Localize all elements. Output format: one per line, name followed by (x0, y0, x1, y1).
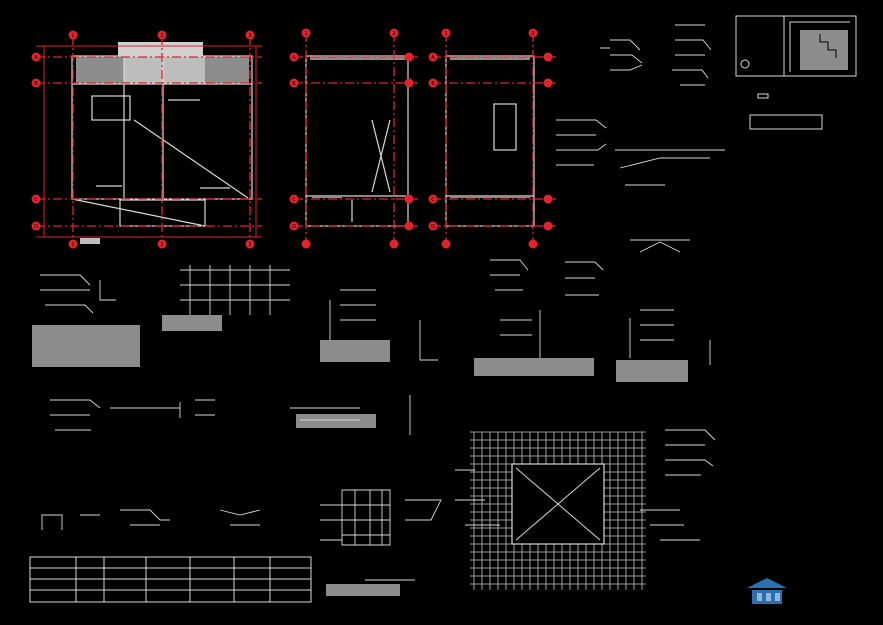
grid-bubble-label: 2 (160, 33, 163, 39)
grid-bubble-label: 1 (71, 33, 74, 39)
grid-bubble-label: 1 (71, 242, 74, 248)
lower-details (41, 489, 442, 581)
grid-bubble-label: D (34, 224, 38, 230)
grid-bubble-label: A (292, 55, 296, 61)
grid-bubble-label: 1 (444, 31, 447, 37)
grid-bubble-label: 3 (248, 242, 251, 248)
grid-bubble-label: D (292, 224, 296, 230)
grid-bubble-label: 2 (160, 242, 163, 248)
schedule-table (29, 556, 312, 603)
detail-callouts-top (556, 24, 725, 253)
grid-bubble-label: C (431, 197, 435, 203)
floor-plan-1 (31, 30, 262, 249)
grid-bubble-label: C (292, 197, 296, 203)
grid-bubble-label: B (431, 81, 435, 87)
grid-bubble-label: B (34, 81, 38, 87)
grid-bubble-label: 2 (392, 31, 395, 37)
grid-bubble-label: 3 (248, 33, 251, 39)
floor-plan-2 (289, 28, 418, 249)
north-arrow-icon (740, 59, 750, 69)
section-details (32, 259, 711, 596)
grid-bubble-label: 2 (531, 31, 534, 37)
grid-bubble-label: B (292, 81, 296, 87)
grid-bubble-label: 1 (304, 31, 307, 37)
grid-bubble-label: C (34, 197, 38, 203)
company-logo-icon (747, 578, 787, 604)
grid-bubble-label: D (431, 224, 435, 230)
title-block (735, 15, 857, 130)
foundation-rebar-plan (455, 429, 716, 590)
grid-bubble-label: A (34, 55, 38, 61)
floor-plan-3 (428, 28, 556, 249)
grid-bubble-label: A (431, 55, 435, 61)
